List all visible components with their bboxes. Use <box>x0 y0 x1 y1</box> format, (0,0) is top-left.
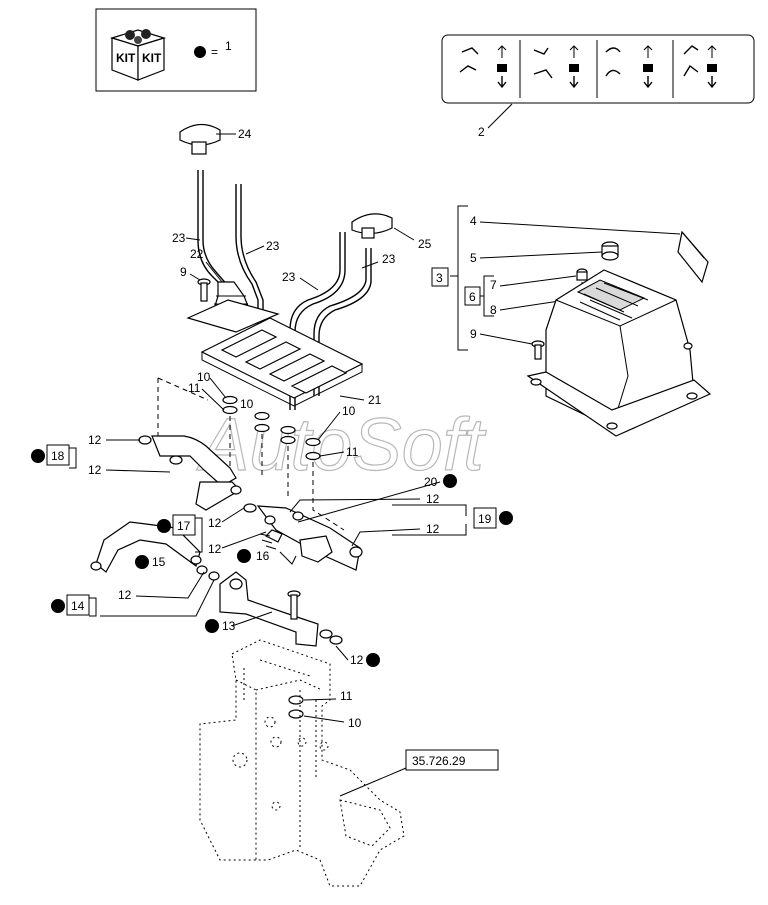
bullet-icon <box>31 449 45 463</box>
callout-4: 4 <box>470 214 477 228</box>
callout-21: 21 <box>368 393 382 407</box>
kit-legend: KIT KIT = 1 <box>95 8 257 92</box>
cover-group-bracket <box>431 205 494 351</box>
plug-5 <box>601 241 619 261</box>
reference-label[interactable]: 35.726.29 <box>412 754 466 768</box>
boot-22 <box>186 281 280 333</box>
callout-19: 19 <box>478 512 492 526</box>
decal-icon-2 <box>533 45 579 89</box>
callout-12f: 12 <box>426 522 440 536</box>
callout-10d: 10 <box>348 716 362 730</box>
knob-24 <box>179 123 221 155</box>
callout-25: 25 <box>418 237 432 251</box>
bracket-14 <box>196 565 220 581</box>
callout-6: 6 <box>469 290 476 304</box>
kit-box-icon: KIT KIT <box>109 29 167 81</box>
lever-18 <box>138 435 242 511</box>
decal-icon-1 <box>459 45 507 89</box>
decal-icon-4 <box>683 45 717 89</box>
callout-16: 16 <box>256 549 270 563</box>
bullet-icon <box>443 474 457 488</box>
callout-12h: 12 <box>350 653 364 667</box>
bullet-icon <box>135 555 149 569</box>
callout-3: 3 <box>436 271 443 285</box>
callout-12b: 12 <box>88 463 102 477</box>
bolt-9-right <box>531 340 545 360</box>
callout-18: 18 <box>51 449 65 463</box>
washers-left <box>222 395 321 461</box>
decal-panel <box>441 34 755 104</box>
callout-5: 5 <box>470 251 477 265</box>
mounting-frame <box>199 639 405 887</box>
plate-4 <box>677 230 709 284</box>
callout-12d: 12 <box>208 542 222 556</box>
callout-23a: 23 <box>172 231 186 245</box>
callout-12c: 12 <box>208 516 222 530</box>
bolt-9-left <box>197 278 211 302</box>
callout-8: 8 <box>490 303 497 317</box>
gate-plate-21 <box>200 317 364 407</box>
ref-box-35-726-29[interactable] <box>405 749 499 771</box>
callout-13: 13 <box>222 619 236 633</box>
bullet-icon <box>237 549 251 563</box>
callout-22: 22 <box>190 247 204 261</box>
kit-label-left: KIT <box>116 51 136 65</box>
ref-box-19 <box>473 507 497 529</box>
bullet-icon <box>205 619 219 633</box>
callout-11b: 11 <box>346 445 359 459</box>
callout-23d: 23 <box>382 252 396 266</box>
callout-12a: 12 <box>88 433 102 447</box>
callout-17: 17 <box>177 519 191 533</box>
levers-23 <box>197 170 372 410</box>
callout-7: 7 <box>490 278 497 292</box>
callout-10a: 10 <box>197 370 211 384</box>
callout-14: 14 <box>71 599 85 613</box>
bullet-icon <box>366 653 380 667</box>
bullet-icon <box>157 519 171 533</box>
callout-11c: 11 <box>340 689 353 703</box>
ref-box-14 <box>66 594 90 616</box>
bullet-icon <box>499 511 513 525</box>
shaft-assembly <box>243 503 363 571</box>
kit-equals: = <box>211 45 218 59</box>
callout-11a: 11 <box>188 381 201 395</box>
callout-9b: 9 <box>470 327 477 341</box>
callout-23c: 23 <box>282 270 296 284</box>
callout-2: 2 <box>478 125 485 139</box>
kit-label-right: KIT <box>142 51 162 65</box>
callout-20: 20 <box>424 475 438 489</box>
ref-box-17 <box>172 514 196 536</box>
callout-23b: 23 <box>266 239 280 253</box>
bullet-icon <box>194 46 206 58</box>
lever-13 <box>219 571 343 647</box>
callout-15: 15 <box>152 555 166 569</box>
assembly-lines <box>157 378 345 531</box>
plug-7 <box>576 268 588 281</box>
kit-quantity: 1 <box>225 39 232 53</box>
bullet-icon <box>51 599 65 613</box>
watermark: AutoSoft <box>196 403 487 486</box>
cover-3 <box>526 269 712 437</box>
callout-10b: 10 <box>240 397 254 411</box>
callout-12g: 12 <box>118 588 132 602</box>
decal-icon-3 <box>605 45 653 89</box>
callout-12e: 12 <box>426 492 440 506</box>
knob-25 <box>351 213 393 239</box>
washers-bottom <box>288 695 304 719</box>
callout-9a: 9 <box>180 265 187 279</box>
ref-box-18 <box>46 444 70 466</box>
callout-10c: 10 <box>342 404 356 418</box>
callout-24: 24 <box>238 127 252 141</box>
